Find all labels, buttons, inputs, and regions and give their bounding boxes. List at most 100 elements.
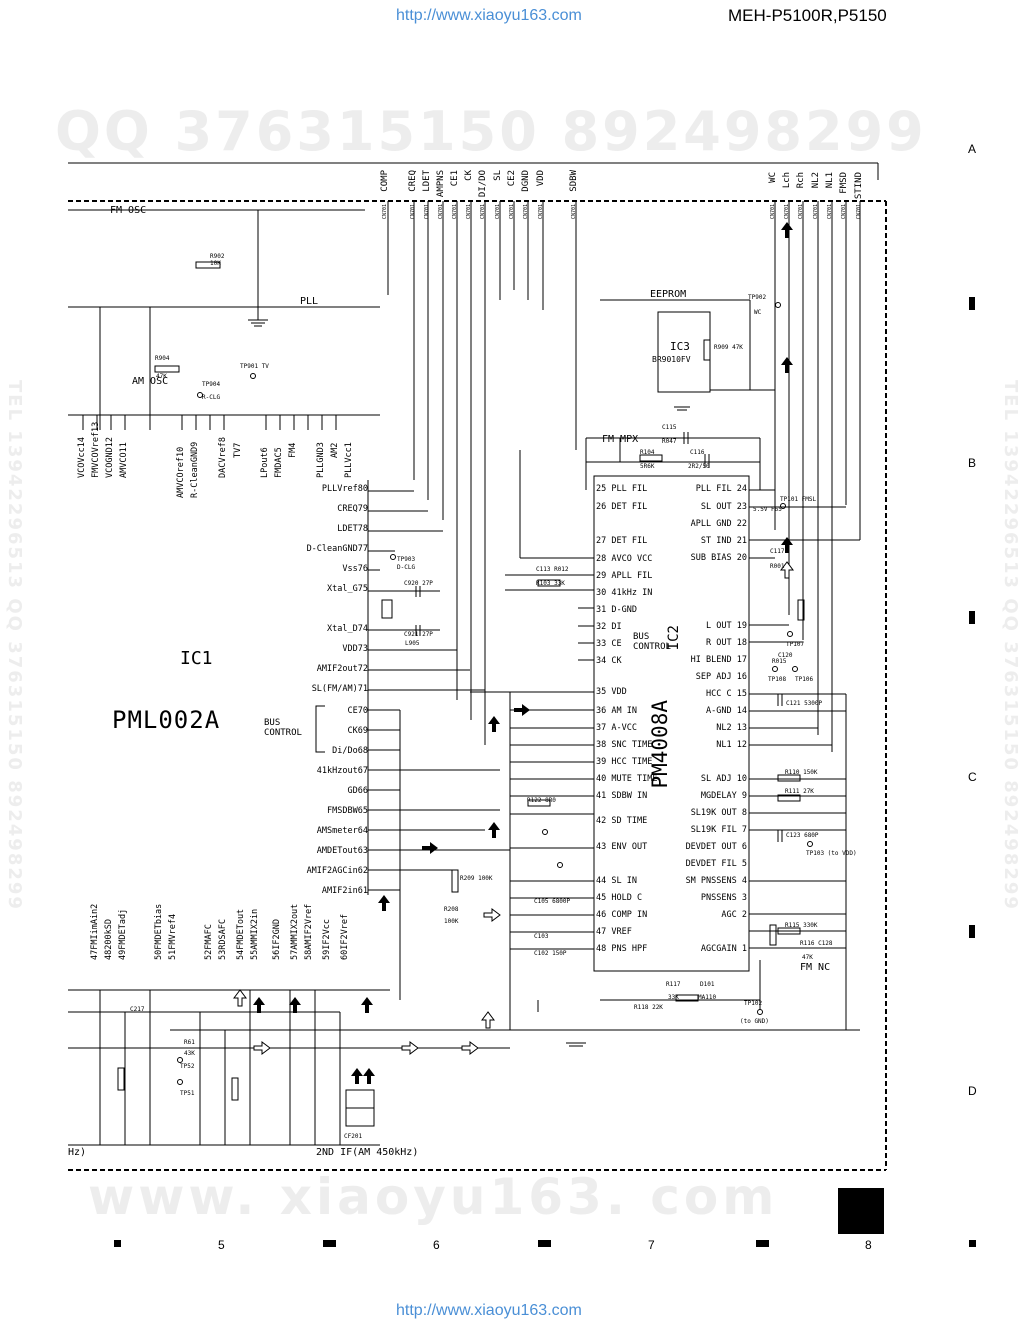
ic2-pin-1: AGCGAIN 1	[700, 944, 747, 954]
ic1-pin-65: FMSDBW65	[327, 806, 368, 816]
ic1-pin-74: Xtal_D74	[327, 624, 368, 634]
ic1-pin-12: VCOGND12	[105, 437, 115, 478]
bus-control-right-label: BUS CONTROL	[633, 632, 671, 652]
comp-r904-value: 47K	[156, 373, 167, 380]
ic3-part: BR9010FV	[652, 355, 691, 364]
ic2-pin-20: SUB BIAS 20	[690, 553, 747, 563]
ic1-pin-53: 53RDSAFC	[218, 919, 228, 960]
comp-tp102-value: (to GND)	[740, 1018, 769, 1025]
row-tick	[969, 297, 975, 310]
ic1-part: PML002A	[112, 706, 221, 734]
col-tick	[756, 1240, 769, 1247]
comp-r122: R122 8R0	[527, 797, 556, 804]
comp-r208: R208	[444, 906, 459, 913]
second-if-label: 2ND IF(AM 450kHz)	[316, 1147, 419, 1158]
comp-c113: C113 R012	[536, 566, 569, 573]
comp-r116: R116 C128	[800, 940, 833, 947]
conn-creq: CREQ	[408, 170, 418, 192]
top-url[interactable]: http://www.xiaoyu163.com	[396, 7, 582, 24]
conn-nl1: NL1	[825, 172, 835, 189]
cn-tag: CN701	[438, 204, 444, 220]
cn-tag: CN701	[424, 204, 430, 220]
conn-lch: Lch	[782, 172, 792, 189]
ic1-pin-3: PLLGND3	[316, 442, 326, 478]
cn-tag: CN701	[410, 204, 416, 220]
comp-r110: R110 150K	[785, 769, 818, 776]
ic1-pin-4: FM4	[288, 442, 298, 458]
comp-c920: C920 27P	[404, 580, 433, 587]
cn-tag: CN701	[571, 204, 577, 220]
ic2-pin-28: 28 AVCO VCC	[596, 554, 653, 564]
row-label-b: B	[968, 456, 977, 470]
tp106-label: TP106	[795, 676, 814, 683]
ic1-pin-56: 56IF2GND	[272, 919, 282, 960]
c120-label: C120	[778, 652, 793, 659]
conn-sl: SL	[493, 170, 503, 181]
cn-tag: CN701	[770, 204, 776, 220]
ic2-pin-47: 47 VREF	[596, 927, 632, 937]
hz-fragment-label: Hz)	[68, 1147, 87, 1158]
ic2-pin-15: HCC C 15	[706, 689, 747, 699]
ic1-pin-70: CE70	[347, 706, 369, 716]
ic1-pin-67: 41kHzout67	[316, 766, 368, 776]
ic2-pin-19: L OUT 19	[706, 621, 747, 631]
comp-tp51: TP51	[180, 1090, 195, 1097]
comp-c121: C121 5300P	[786, 700, 823, 707]
comp-r118: R118 22K	[634, 1004, 663, 1011]
ic2-pin-43: 43 ENV OUT	[596, 842, 648, 852]
ic1-pin-78: LDET78	[337, 524, 368, 534]
ic2-pin-48: 48 PNS HPF	[596, 944, 648, 954]
ic1-pin-76: Vss76	[342, 564, 368, 574]
ic2-pin-7: SL19K FIL 7	[690, 825, 747, 835]
ic1-pin-49: 49FMDETadj	[118, 908, 128, 960]
ic1-pin-73: VDD73	[342, 644, 368, 654]
r015-label: R015	[772, 658, 787, 665]
comp-tp903-value: D-CLG	[397, 564, 416, 571]
r001-label: R001	[770, 563, 785, 570]
cn-tag: CN701	[523, 204, 529, 220]
ic2-pin-18: R OUT 18	[706, 638, 747, 648]
conn-vdd: VDD	[536, 170, 546, 187]
comp-c103: C103	[534, 933, 549, 940]
comp-r111: R111 27K	[785, 788, 814, 795]
comp-c123: C123 680P	[786, 832, 819, 839]
comp-c217: C217	[130, 1006, 145, 1013]
ic2-pin-8: SL19K OUT 8	[690, 808, 747, 818]
conn-fmsd: FMSD	[839, 172, 849, 194]
ic2-pin-32: 32 DI	[596, 622, 622, 632]
comp-r117: R117	[666, 981, 681, 988]
ic2-pin-14: A-GND 14	[706, 706, 747, 716]
ic1-pin-75: Xtal_G75	[327, 584, 368, 594]
pll-label: PLL	[300, 296, 319, 307]
comp-d101: D101	[700, 981, 715, 988]
ic1-pin-69: CK69	[347, 726, 369, 736]
bus-control-left-label: BUS CONTROL	[264, 718, 302, 738]
ic2-pin-39: 39 HCC TIME	[596, 757, 653, 767]
ic2-pin-13: NL2 13	[716, 723, 747, 733]
cn-tag: CN701	[466, 204, 472, 220]
col-label-8: 8	[865, 1238, 872, 1252]
ic2-pin-33: 33 CE	[596, 639, 622, 649]
row-tick	[969, 925, 975, 938]
ic1-pin-63: AMDETout63	[316, 846, 368, 856]
comp-r904: R904	[155, 355, 170, 362]
comp-c102: C102 150P	[534, 950, 567, 957]
cn-tag: CN701	[841, 204, 847, 220]
tp101-label: TP101 FMSL	[780, 496, 817, 503]
fm-osc-label: FM OSC	[110, 205, 147, 216]
conn-dgnd: DGND	[521, 170, 531, 192]
conn-didio: DI/DO	[478, 170, 488, 198]
ic1-pin-50: 50FMDETbias	[154, 903, 164, 960]
cn-tag: CN701	[856, 204, 862, 220]
ic2-pin-29: 29 APLL FIL	[596, 571, 653, 581]
ic2-pin-5: DEVDET FIL 5	[685, 859, 747, 869]
ic2-pin-23: SL OUT 23	[700, 502, 747, 512]
ic1-pin-61: AMIF2in61	[321, 886, 368, 896]
ic1-pin-54: 54FMDETout	[236, 908, 246, 960]
conn-ck: CK	[464, 170, 474, 181]
watermark-qq: QQ 376315150 892498299	[55, 100, 927, 163]
comp-l905: L905	[405, 640, 420, 647]
bottom-url[interactable]: http://www.xiaoyu163.com	[396, 1302, 582, 1319]
ic2-pin-4: SM PNSSENS 4	[685, 876, 747, 886]
ic1-pin-60: 60IF2Vref	[340, 913, 350, 960]
